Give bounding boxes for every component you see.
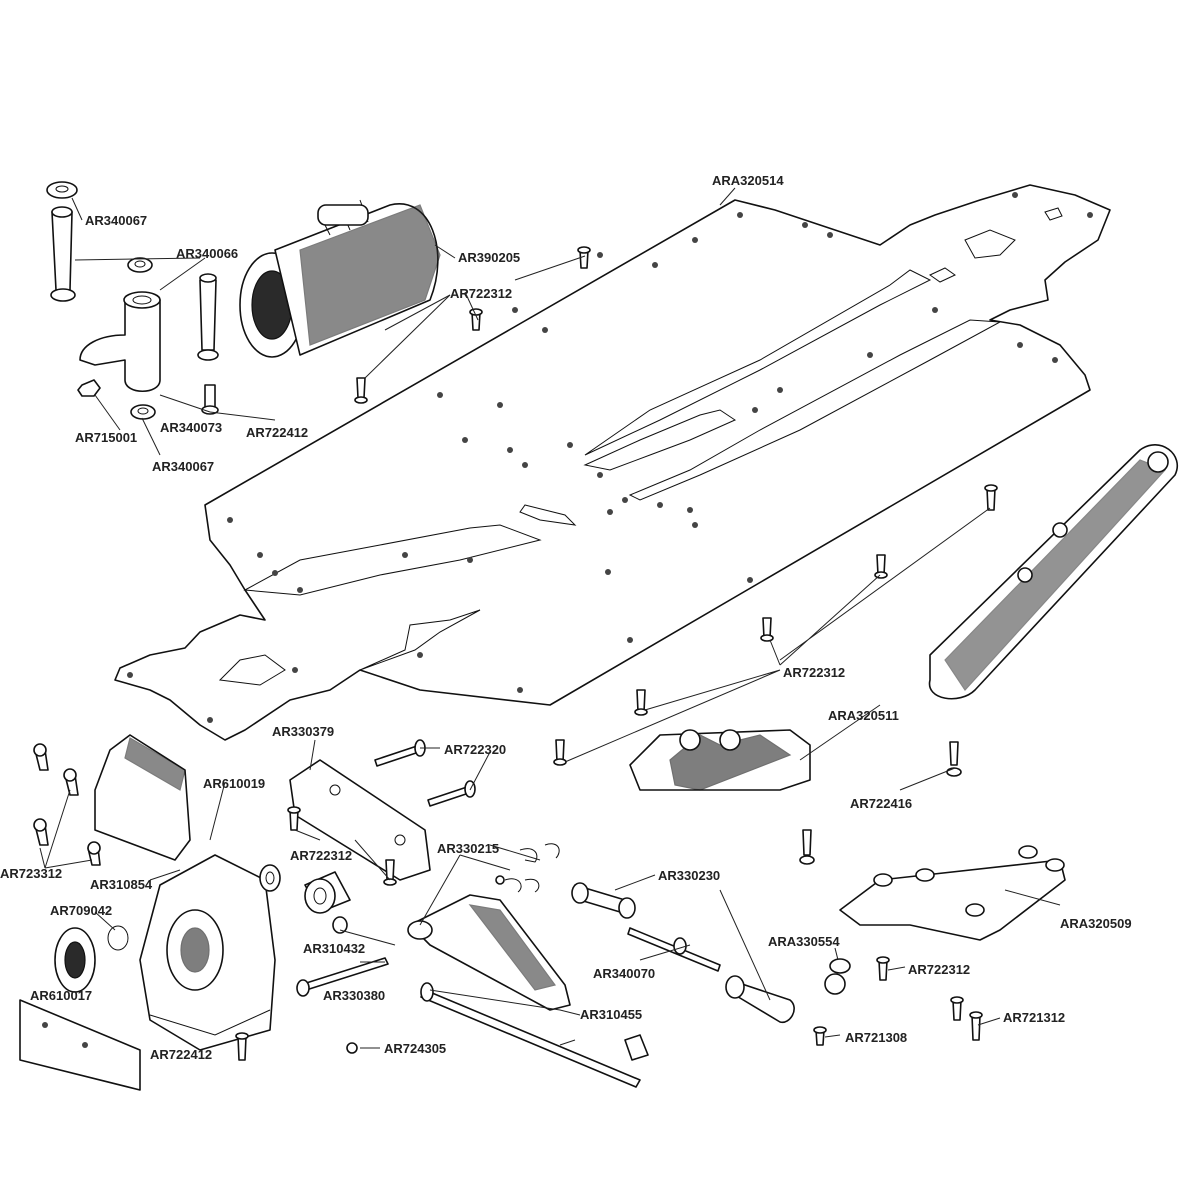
side-brace (928, 444, 1178, 700)
label-block: AR330379 (272, 724, 334, 739)
cover-screws (33, 743, 101, 866)
chassis-screws (354, 246, 998, 865)
lower-rail (19, 999, 141, 1091)
label-housing: AR310854 (90, 877, 153, 892)
label-arm: AR330230 (658, 868, 720, 883)
label-screw-brace: AR722416 (850, 796, 912, 811)
long-post (51, 211, 73, 291)
setscrew (346, 1042, 358, 1054)
label-brace: ARA320511 (828, 708, 899, 723)
label-driveshaft: AR310455 (580, 1007, 642, 1022)
suspension-arm (407, 894, 571, 1011)
label-screw-block: AR722320 (444, 742, 506, 757)
plate-screws (235, 956, 983, 1061)
label-bearing-oring: AR709042 (50, 903, 112, 918)
clips (495, 843, 560, 893)
label-screw-housing: AR722412 (150, 1047, 212, 1062)
gearbox-cover (94, 734, 191, 861)
label-motor: AR390205 (458, 250, 520, 265)
label-ball: ARA330554 (768, 934, 840, 949)
spacer-ring (46, 181, 78, 199)
leader-lines (39, 187, 1061, 1049)
label-screw-mount: AR722412 (246, 425, 308, 440)
chassis-holes (127, 192, 1093, 723)
driveshaft (420, 982, 641, 1088)
block-screws (287, 739, 476, 886)
label-clips: AR330215 (437, 841, 499, 856)
ball-stud (824, 958, 851, 995)
part-labels: ARA320514 AR390205 AR340067 AR340066 AR7… (0, 173, 1132, 1062)
label-nut: AR715001 (75, 430, 137, 445)
label-screw-plate: AR721312 (1003, 1010, 1065, 1025)
label-setscrew: AR724305 (384, 1041, 446, 1056)
label-screw-ball: AR721308 (845, 1030, 907, 1045)
label-bearing: AR610017 (30, 988, 92, 1003)
bushing (304, 871, 351, 934)
turnbuckle-end (571, 882, 636, 919)
hinge-pin (296, 957, 389, 997)
label-screw-block2: AR722312 (290, 848, 352, 863)
label-pivot: AR340070 (593, 966, 655, 981)
label-chassis: ARA320514 (712, 173, 784, 188)
chassis-plate (114, 184, 1111, 741)
rod-end (725, 975, 795, 1024)
label-cover: AR610019 (203, 776, 265, 791)
gearbox-housing (139, 854, 276, 1051)
label-screw-small: AR722312 (908, 962, 970, 977)
small-sleeve (624, 1034, 649, 1061)
lower-plate (839, 845, 1066, 941)
label-post-a: AR340066 (176, 246, 238, 261)
motor (239, 199, 441, 358)
label-mount: AR340073 (160, 420, 222, 435)
cover-bearing (259, 864, 281, 892)
label-spacer-b: AR340067 (152, 459, 214, 474)
label-plate: ARA320509 (1060, 916, 1132, 931)
brace-mount (629, 729, 811, 791)
label-pin: AR330380 (323, 988, 385, 1003)
label-screw-top: AR722312 (450, 286, 512, 301)
label-screw-right: AR722312 (783, 665, 845, 680)
bearing (54, 925, 129, 993)
label-spacer-a: AR340067 (85, 213, 147, 228)
label-screw-cover: AR723312 (0, 866, 62, 881)
label-bushing: AR310432 (303, 941, 365, 956)
